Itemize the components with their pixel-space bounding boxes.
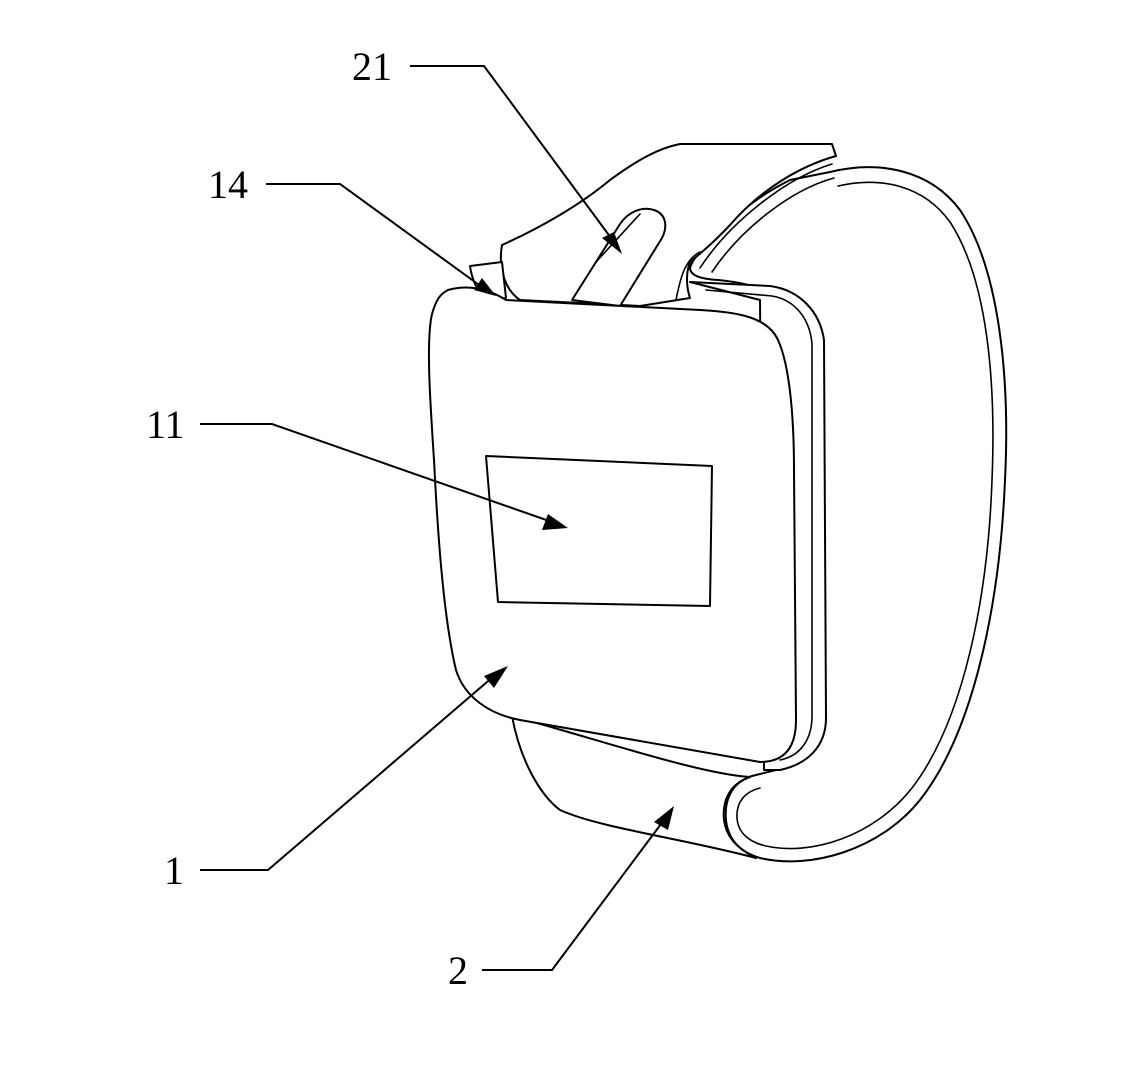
callout-label-2: 2 — [448, 948, 468, 993]
strap-loop — [499, 143, 1008, 863]
callout-label-1: 1 — [164, 848, 184, 893]
callout-label-11: 11 — [146, 402, 185, 447]
leader-11 — [200, 423, 568, 530]
callout-label-21: 21 — [352, 44, 392, 89]
display-window-11 — [485, 455, 713, 607]
leader-2 — [482, 806, 674, 971]
leader-1 — [200, 666, 508, 871]
leader-21 — [410, 65, 622, 254]
device-body-1 — [427, 281, 827, 771]
clip-21 — [571, 207, 667, 307]
leader-14 — [266, 183, 496, 296]
callout-label-14: 14 — [208, 162, 248, 207]
